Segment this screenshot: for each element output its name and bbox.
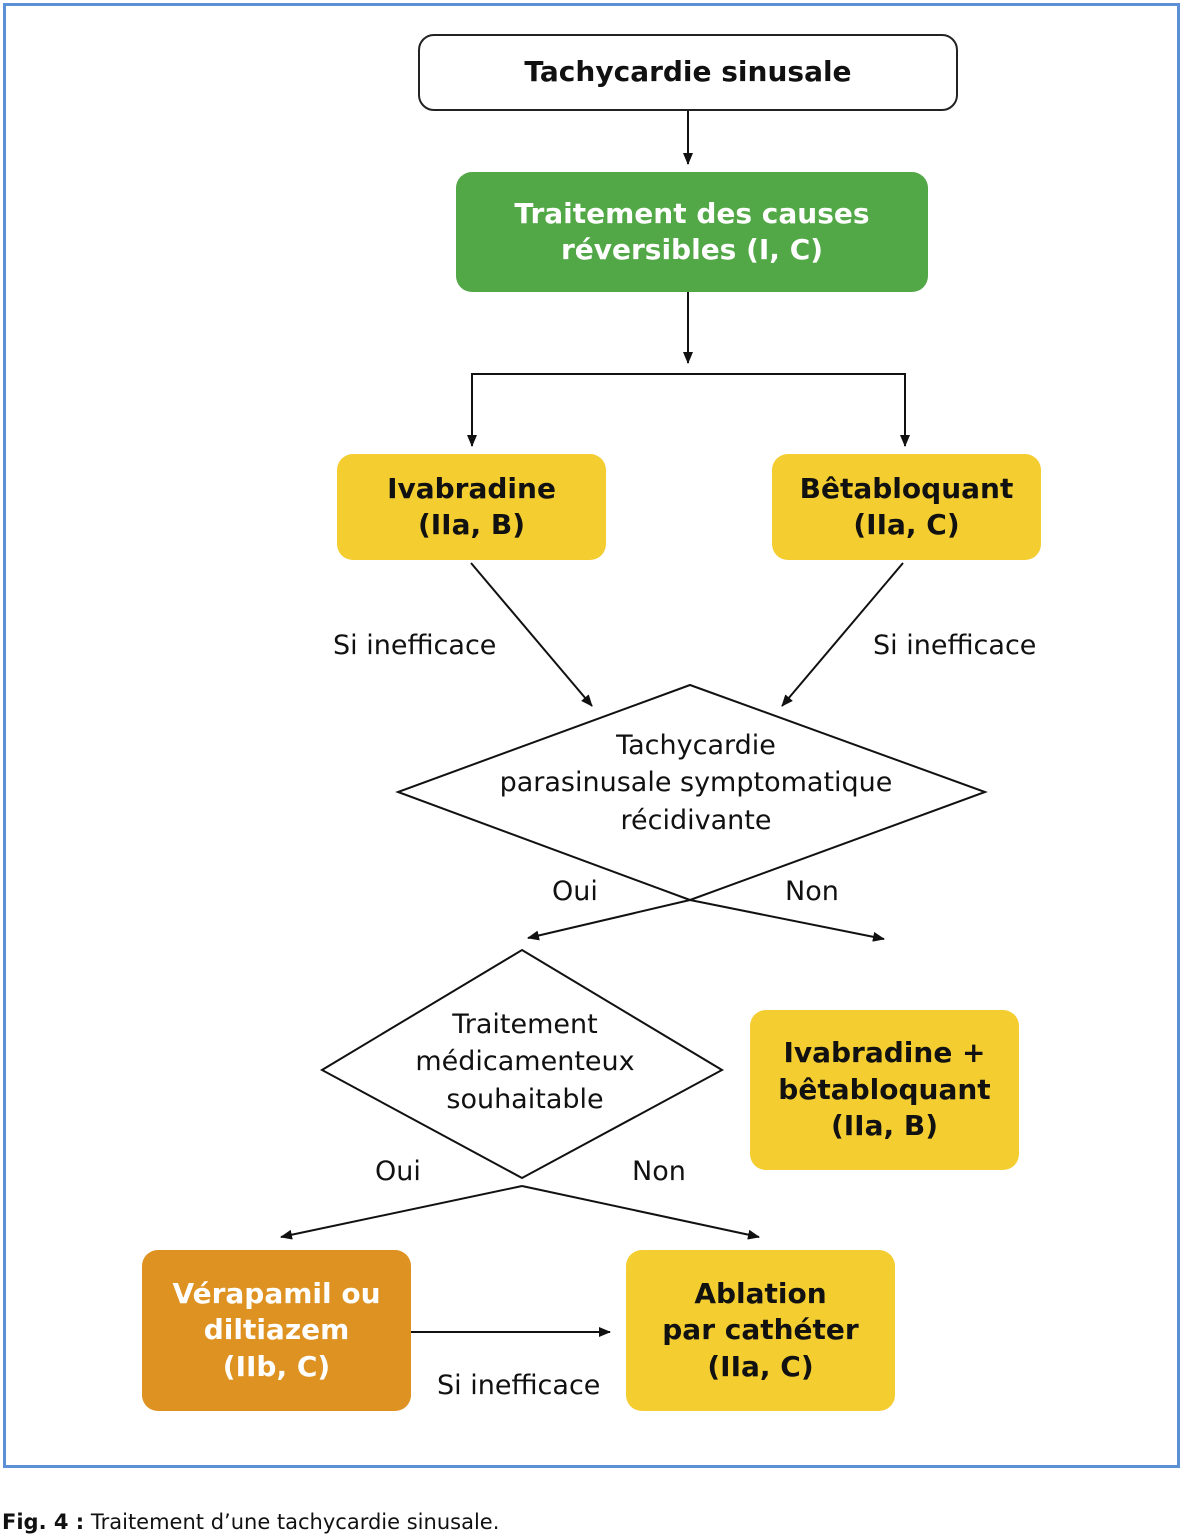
arrow-d1-no [689, 899, 885, 942]
arrow-d2-no [521, 1185, 760, 1240]
edge-label-d2-no: Non [632, 1156, 686, 1187]
decision2-line-2: médicamenteux [415, 1046, 635, 1078]
figure-caption: Fig. 4 : Traitement d’une tachycardie si… [2, 1510, 499, 1534]
ivabradine-line-1: Ivabradine [387, 471, 556, 505]
verapamil-line-2: diltiazem [203, 1313, 350, 1347]
edge-label-d1-yes: Oui [552, 876, 598, 907]
ablation-line-3: (IIa, C) [707, 1349, 814, 1383]
edge-label-d2-yes: Oui [375, 1156, 421, 1187]
figure-frame [3, 3, 1180, 1468]
combo-line-3: (IIa, B) [830, 1109, 939, 1143]
arrow-d2-yes [280, 1185, 523, 1240]
edge-label-vera-fail: Si inefficace [437, 1370, 601, 1401]
combo-line-1: Ivabradine + [783, 1036, 986, 1070]
reversible-line-1: Traitement des causes [514, 196, 870, 230]
verapamil-line-3: (IIb, C) [222, 1349, 331, 1383]
start-node: Tachycardie sinusale [418, 34, 958, 111]
ablation-node: Ablation par cathéter (IIa, C) [626, 1250, 895, 1411]
start-node-label: Tachycardie sinusale [524, 55, 852, 89]
decision1-line-3: récidivante [620, 804, 772, 836]
reversible-causes-node: Traitement des causes réversibles (I, C) [456, 172, 928, 292]
ablation-line-2: par cathéter [662, 1313, 859, 1347]
decision2-text: Traitement médicamenteux souhaitable [372, 1006, 678, 1118]
edge-label-beta-fail: Si inefficace [873, 630, 1037, 661]
ivabradine-node: Ivabradine (IIa, B) [337, 454, 606, 560]
decision2-line-3: souhaitable [446, 1083, 604, 1115]
arrow-ivab-to-decision1 [470, 562, 593, 707]
caption-text: Traitement d’une tachycardie sinusale. [84, 1510, 500, 1534]
ablation-line-1: Ablation [694, 1276, 827, 1310]
arrow-beta-to-decision1 [781, 562, 904, 707]
betabloquant-node: Bêtabloquant (IIa, C) [772, 454, 1041, 560]
decision1-line-1: Tachycardie [616, 730, 776, 761]
decision1-line-2: parasinusale symptomatique [499, 767, 893, 799]
edge-label-ivab-fail: Si inefficace [333, 630, 497, 661]
ivabradine-betabloquant-node: Ivabradine + bêtabloquant (IIa, B) [750, 1010, 1019, 1170]
edge-label-d1-no: Non [785, 876, 839, 907]
combo-line-2: bêtabloquant [778, 1072, 991, 1106]
decision2-diamond [319, 948, 725, 1180]
reversible-line-2: réversibles (I, C) [560, 233, 824, 266]
betabloquant-line-2: (IIa, C) [853, 508, 960, 541]
verapamil-node: Vérapamil ou diltiazem (IIb, C) [142, 1250, 411, 1411]
verapamil-line-1: Vérapamil ou [172, 1276, 381, 1310]
betabloquant-line-1: Bêtabloquant [799, 471, 1014, 505]
split-connector [471, 373, 910, 447]
caption-label: Fig. 4 : [2, 1510, 85, 1534]
decision2-line-1: Traitement [452, 1009, 598, 1040]
arrow-d1-yes [527, 899, 691, 941]
decision1-text: Tachycardie parasinusale symptomatique r… [470, 727, 922, 839]
ivabradine-line-2: (IIa, B) [417, 508, 526, 541]
